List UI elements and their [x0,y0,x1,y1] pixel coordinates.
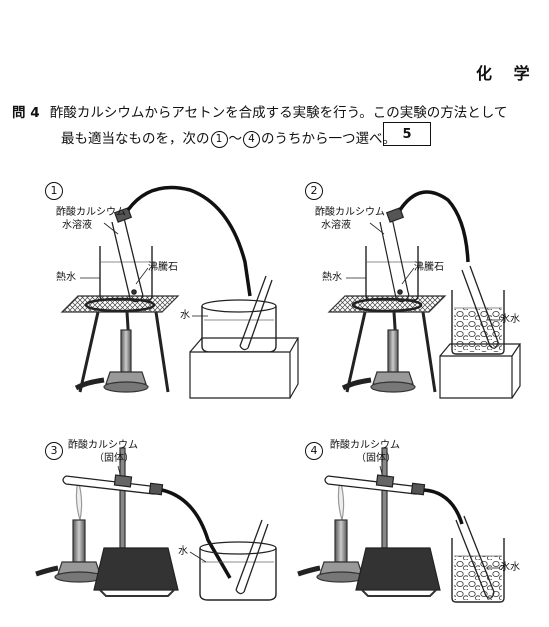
panel-2-reagent-label-2: 水溶液 [321,220,351,231]
panel-3-water-label: 水 [178,546,188,557]
panel-1-water-label: 水 [180,310,190,321]
range-separator: ～ [228,131,243,147]
panel-1-hot-water-label: 熱水 [56,272,76,283]
subject-heading: 化 学 [476,64,538,83]
panel-4-apparatus [297,447,505,603]
panel-3-reagent-label: 酢酸カルシウム [68,440,138,451]
panel-2-marker: 2 [304,180,324,200]
question-text-2b: のうちから一つ選べ。 [261,131,396,147]
panel-2-reagent-label: 酢酸カルシウム [315,207,385,218]
question-text-2a: 最も適当なものを，次の [61,131,210,147]
question-number: 問 4 [12,105,40,121]
panel-3-marker: 3 [44,440,64,460]
panel-1-reagent-label: 酢酸カルシウム [56,207,126,218]
label-leader-lines [80,222,500,569]
panel-2-hot-water-label: 熱水 [322,272,342,283]
panel-1-marker: 1 [44,180,64,200]
panel-4-reagent-label-2: （固体） [356,453,396,464]
panel-4-reagent-label: 酢酸カルシウム [330,440,400,451]
question-text-1: 酢酸カルシウムからアセトンを合成する実験を行う。この実験の方法として [49,105,508,121]
answer-box[interactable]: 5 [383,122,431,146]
question-line-1: 問 4 酢酸カルシウムからアセトンを合成する実験を行う。この実験の方法として [12,101,507,121]
panel-4-ice-water-label: 氷水 [500,562,520,573]
choice-marker-end: 4 [243,130,260,148]
panel-3-reagent-label-2: （固体） [94,453,134,464]
panel-4-marker: 4 [304,440,324,460]
panel-1-reagent-label-2: 水溶液 [62,220,92,231]
choice-marker-start: 1 [210,130,228,148]
panel-2-apparatus [327,190,522,399]
panel-3-apparatus [35,447,277,601]
panel-2-ice-water-label: 氷水 [500,314,520,325]
panel-2-boiling-stone-label: 沸騰石 [414,262,444,273]
panel-1-boiling-stone-label: 沸騰石 [148,262,178,273]
panel-1-apparatus [60,185,300,399]
